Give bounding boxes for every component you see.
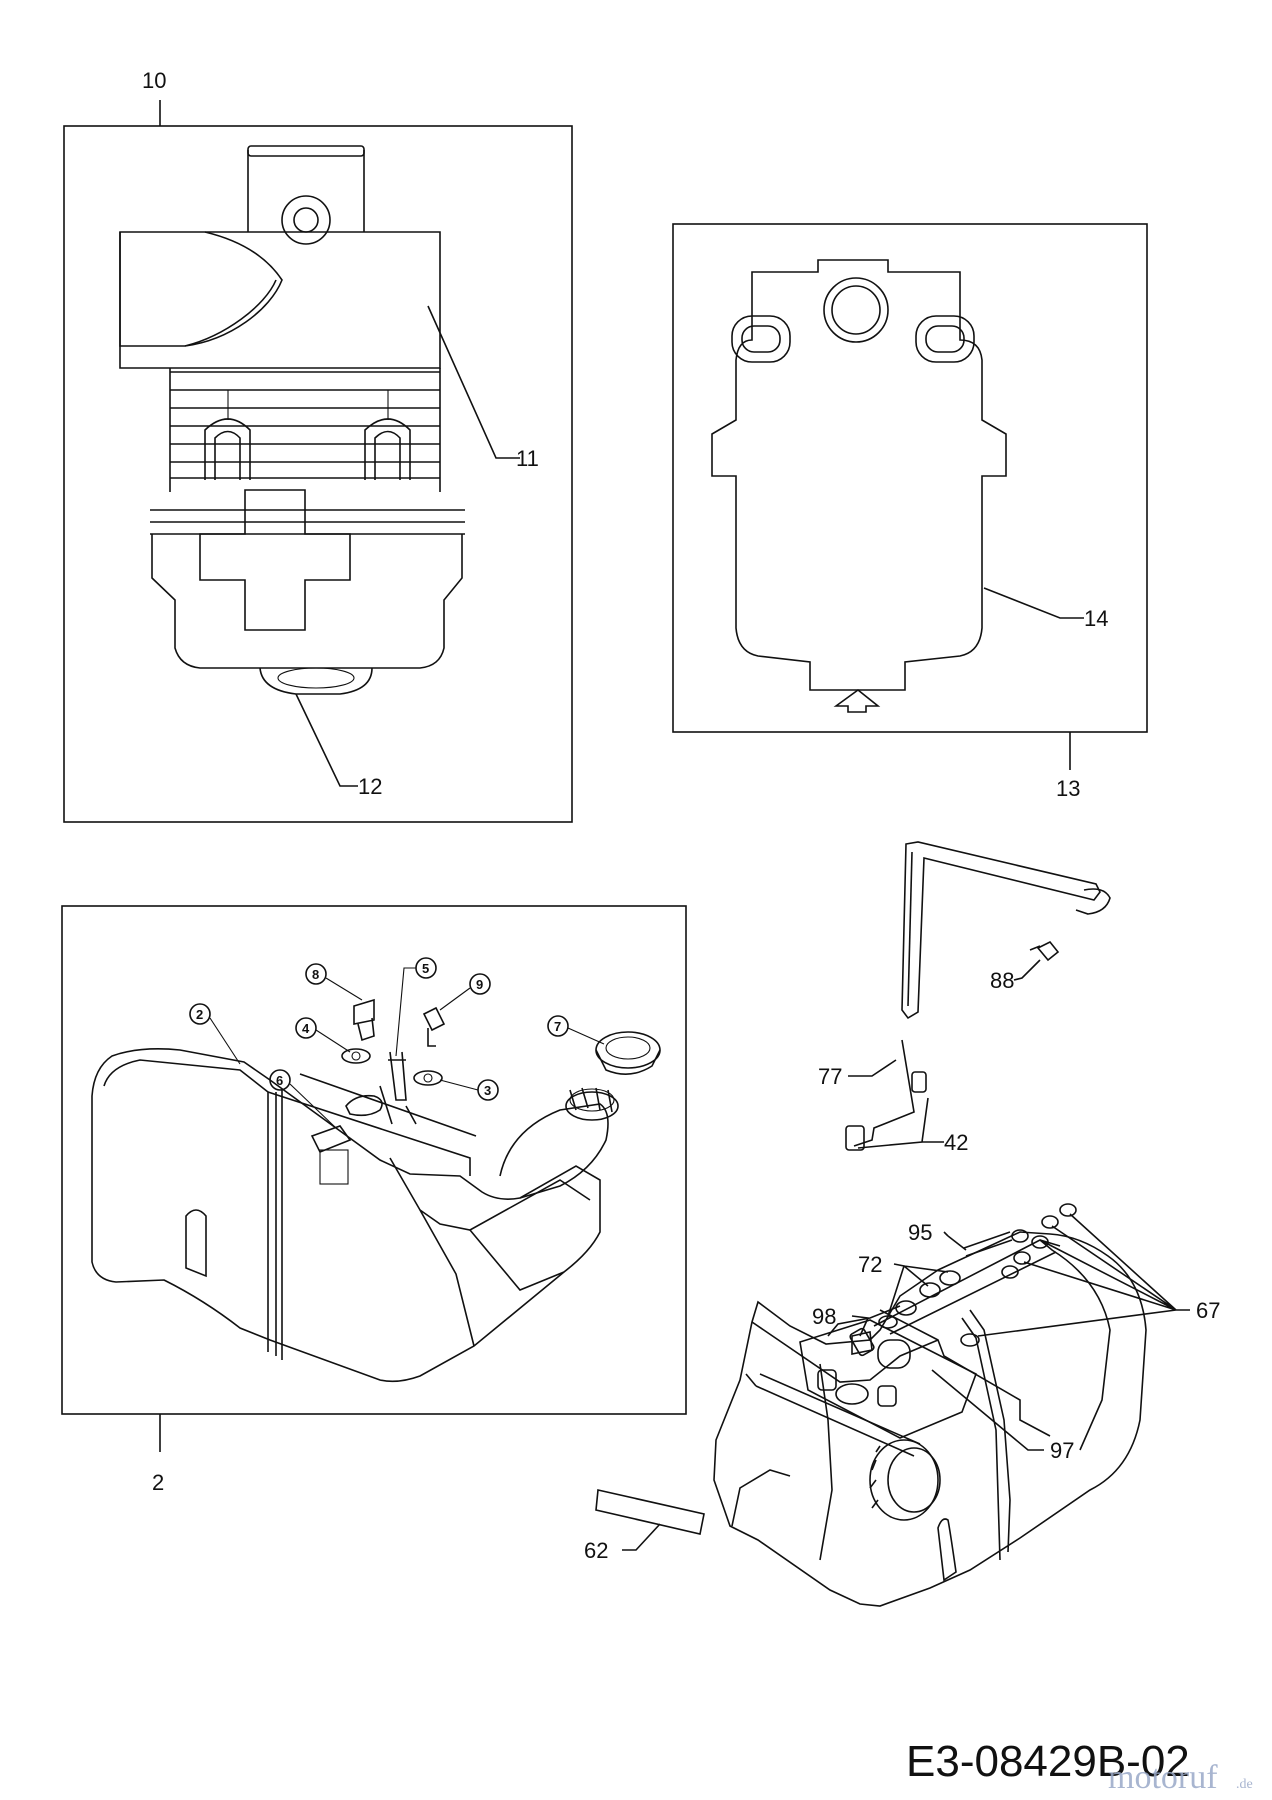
callout-12: 12	[358, 774, 382, 799]
air-filter-assembly: 10 11 12	[63, 68, 573, 823]
document-id: E3-08429B-02	[906, 1737, 1190, 1786]
callout-10: 10	[142, 68, 166, 93]
callout-98: 98	[812, 1304, 836, 1329]
circled-3: 3	[484, 1083, 491, 1098]
circled-2: 2	[196, 1007, 203, 1022]
callout-13: 13	[1056, 776, 1080, 801]
callout-72: 72	[858, 1252, 882, 1277]
callout-2: 2	[152, 1470, 164, 1495]
air-filter-frame	[63, 125, 573, 823]
callout-14: 14	[1084, 606, 1108, 631]
callout-88: 88	[990, 968, 1014, 993]
bracket-rod-assembly: 88 77 42	[818, 841, 1111, 1155]
fuel-tank-assembled-view: 95 72 67 98 97 62	[584, 1203, 1220, 1607]
watermark-logo: motoruf	[1108, 1759, 1218, 1796]
fuel-tank-frame	[61, 905, 687, 1415]
callout-77: 77	[818, 1064, 842, 1089]
circled-7: 7	[554, 1019, 561, 1034]
callout-11: 11	[516, 446, 539, 471]
filter-element-frame	[672, 223, 1148, 733]
circled-5: 5	[422, 961, 429, 976]
callout-95: 95	[908, 1220, 932, 1245]
filter-element-assembly: 13 14	[672, 223, 1148, 801]
circled-4: 4	[302, 1021, 310, 1036]
callout-67: 67	[1196, 1298, 1220, 1323]
circled-8: 8	[312, 967, 319, 982]
callout-97: 97	[1050, 1438, 1074, 1463]
callout-42: 42	[944, 1130, 968, 1155]
fuel-tank-exploded-view: 2 8 5 9 2	[61, 905, 687, 1495]
watermark-suffix: .de	[1236, 1777, 1253, 1792]
circled-6: 6	[276, 1073, 283, 1088]
circled-9: 9	[476, 977, 483, 992]
callout-62: 62	[584, 1538, 608, 1563]
